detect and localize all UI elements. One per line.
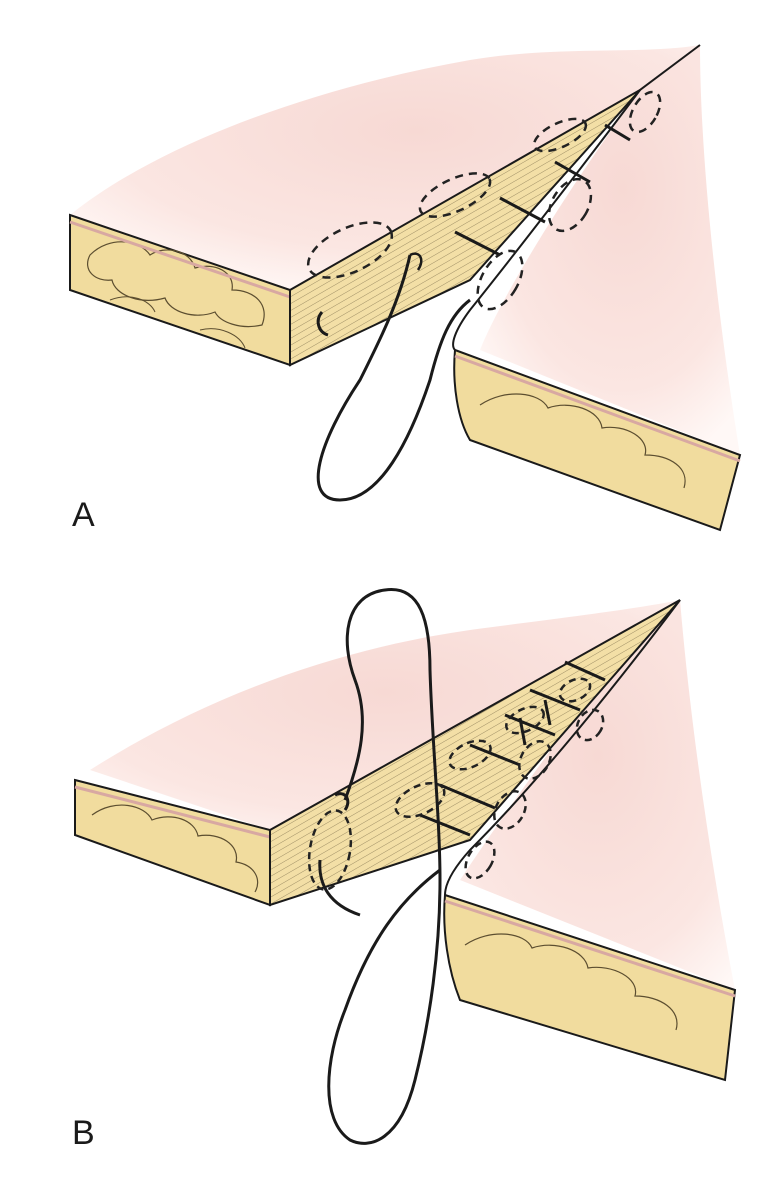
panel-a-stitches [454,123,631,257]
panel-a-left-fat-lobules [87,241,265,328]
panel-b-wound-edge-right [444,599,681,896]
panel-a-wound-edge-right [452,44,701,351]
suture-thread-icon [343,588,442,881]
panel-b-skin-left [90,600,680,830]
panel-a [69,44,742,532]
panel-a-wound-face-left [289,89,641,367]
suture-thread-icon [327,868,442,1145]
panel-b-stitches [419,660,606,837]
panel-b-dashed-loops [307,677,605,891]
panel-b-skin-right [460,600,735,990]
suture-thread-icon [316,254,471,502]
curved-needle-icon [318,859,361,917]
panel-label-a: A [72,496,95,534]
panel-a-skin-right [480,45,740,455]
panel-b [74,588,737,1145]
curved-needle-icon [316,311,329,337]
panel-b-wound-face [269,599,681,907]
panel-b-right-flap-edge [443,893,737,1082]
panel-label-b: B [72,1114,95,1152]
panel-a-skin-left [70,45,700,290]
